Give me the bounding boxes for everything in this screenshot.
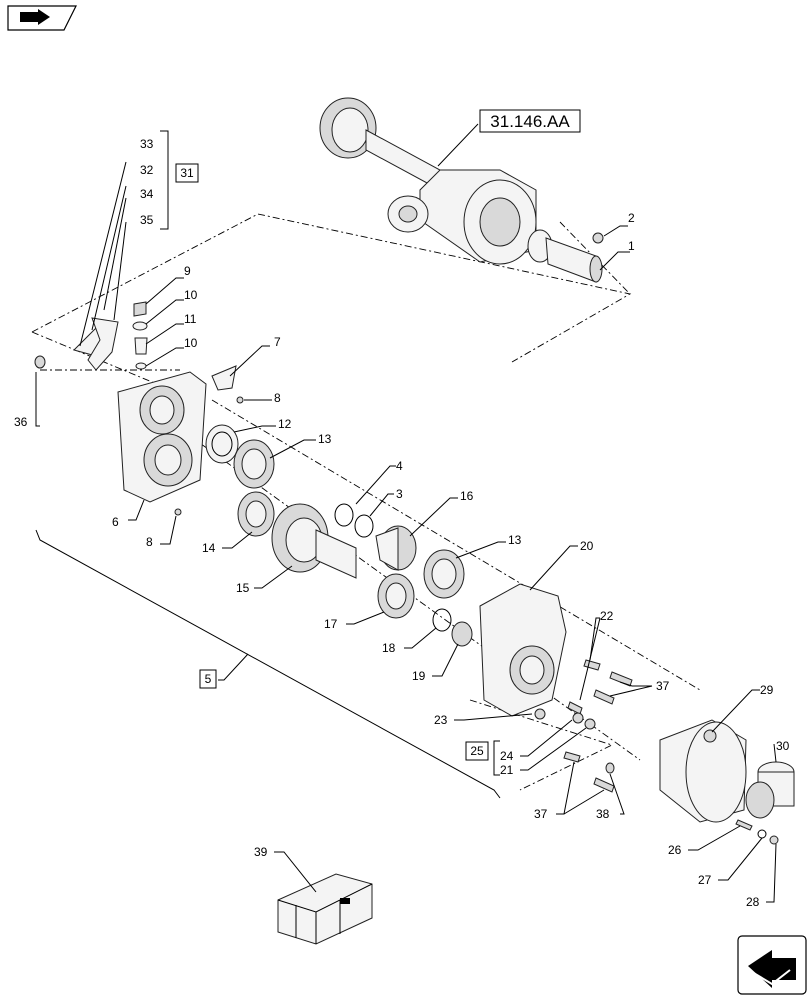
kit-crate-39 <box>277 873 373 945</box>
bolt-part <box>592 232 604 244</box>
seal-12 <box>205 424 239 464</box>
group-31-bracket <box>160 130 169 230</box>
callout-36[interactable]: 36 <box>14 415 28 429</box>
washer-24 <box>572 712 584 724</box>
callout-16[interactable]: 16 <box>460 489 474 503</box>
group-box-31[interactable] <box>175 163 199 183</box>
callout-14[interactable]: 14 <box>202 541 216 555</box>
washer-23 <box>534 708 546 720</box>
bearing-17 <box>377 573 415 619</box>
callout-39[interactable]: 39 <box>254 845 268 859</box>
bolt-22b <box>567 701 583 715</box>
callout-8b[interactable]: 8 <box>146 535 153 549</box>
callout-27[interactable]: 27 <box>698 873 712 887</box>
callout-33[interactable]: 33 <box>140 137 154 151</box>
bolt-37b <box>593 689 615 705</box>
pto-shaft-assembly <box>319 97 537 265</box>
callout-12[interactable]: 12 <box>278 417 292 431</box>
callout-2[interactable]: 2 <box>628 211 635 225</box>
bolt-37c <box>563 751 581 763</box>
housing-6 <box>117 371 207 503</box>
folded-page-arrow-icon[interactable] <box>7 5 77 31</box>
callout-30[interactable]: 30 <box>776 739 790 753</box>
pin-8b <box>174 508 182 516</box>
cap-30 <box>745 761 795 819</box>
callout-29[interactable]: 29 <box>760 683 774 697</box>
callout-21[interactable]: 21 <box>500 763 514 777</box>
ref-label-31146[interactable]: 31.146.AA <box>490 112 570 131</box>
callout-18[interactable]: 18 <box>382 641 396 655</box>
group-box-5[interactable] <box>199 669 217 689</box>
callout-24[interactable]: 24 <box>500 749 514 763</box>
leader-lines <box>35 123 777 903</box>
snap-ring-4 <box>334 503 354 527</box>
washer-38 <box>605 762 615 774</box>
pin-8a <box>236 396 244 404</box>
nut-36 <box>34 355 46 369</box>
callout-10b[interactable]: 10 <box>184 336 198 350</box>
callout-7[interactable]: 7 <box>274 335 281 349</box>
gear-16 <box>375 525 417 571</box>
bearing-13b <box>423 549 465 599</box>
shield-29 <box>659 719 747 823</box>
callout-labels: 1 2 3 4 6 7 8 8 9 10 11 10 12 13 13 14 1… <box>14 137 790 909</box>
callout-38[interactable]: 38 <box>596 807 610 821</box>
callout-1[interactable]: 1 <box>628 239 635 253</box>
callout-20[interactable]: 20 <box>580 539 594 553</box>
nut-28 <box>769 835 779 845</box>
callout-23[interactable]: 23 <box>434 713 448 727</box>
plug-and-washers <box>132 301 148 370</box>
callout-11[interactable]: 11 <box>184 312 197 326</box>
callout-9[interactable]: 9 <box>184 264 191 278</box>
snap-ring-3 <box>354 514 374 538</box>
screw-26 <box>735 819 753 831</box>
callout-37a[interactable]: 37 <box>656 679 670 693</box>
bolt-37d <box>593 777 615 793</box>
cover-20 <box>479 583 567 717</box>
group-box-25[interactable] <box>465 741 489 761</box>
seal-19 <box>451 621 473 647</box>
bolt-37a <box>609 671 633 687</box>
callout-13a[interactable]: 13 <box>318 432 332 446</box>
gear-shaft-15 <box>271 503 357 579</box>
assembly-outline <box>31 213 701 791</box>
callout-6[interactable]: 6 <box>112 515 119 529</box>
gasket-7 <box>211 365 237 391</box>
callout-35[interactable]: 35 <box>140 213 154 227</box>
callout-34[interactable]: 34 <box>140 187 154 201</box>
callout-10a[interactable]: 10 <box>184 288 198 302</box>
group-25-bracket <box>493 740 500 776</box>
washer-21 <box>584 718 596 730</box>
callout-3[interactable]: 3 <box>396 487 403 501</box>
callout-32[interactable]: 32 <box>140 163 154 177</box>
group-label-31[interactable]: 31 <box>180 166 194 180</box>
navigation-arrow-icon[interactable] <box>737 935 807 995</box>
callout-15[interactable]: 15 <box>236 581 250 595</box>
bearing-14 <box>237 491 275 537</box>
group-label-5[interactable]: 5 <box>205 672 212 686</box>
callout-17[interactable]: 17 <box>324 617 338 631</box>
bolt-22a <box>583 659 601 671</box>
spacer-18 <box>432 608 452 632</box>
shift-fork-linkage <box>73 161 127 371</box>
callout-37b[interactable]: 37 <box>534 807 548 821</box>
callout-19[interactable]: 19 <box>412 669 426 683</box>
callout-26[interactable]: 26 <box>668 843 682 857</box>
washer-27 <box>757 829 767 839</box>
callout-28[interactable]: 28 <box>746 895 760 909</box>
output-shaft <box>527 229 603 283</box>
callout-22[interactable]: 22 <box>600 609 614 623</box>
callout-8a[interactable]: 8 <box>274 391 281 405</box>
callout-13b[interactable]: 13 <box>508 533 522 547</box>
group-label-25[interactable]: 25 <box>470 744 484 758</box>
group-5-line <box>35 529 501 799</box>
bearing-13a <box>233 439 275 489</box>
ref-box-31146[interactable] <box>479 109 581 133</box>
callout-4[interactable]: 4 <box>396 459 403 473</box>
